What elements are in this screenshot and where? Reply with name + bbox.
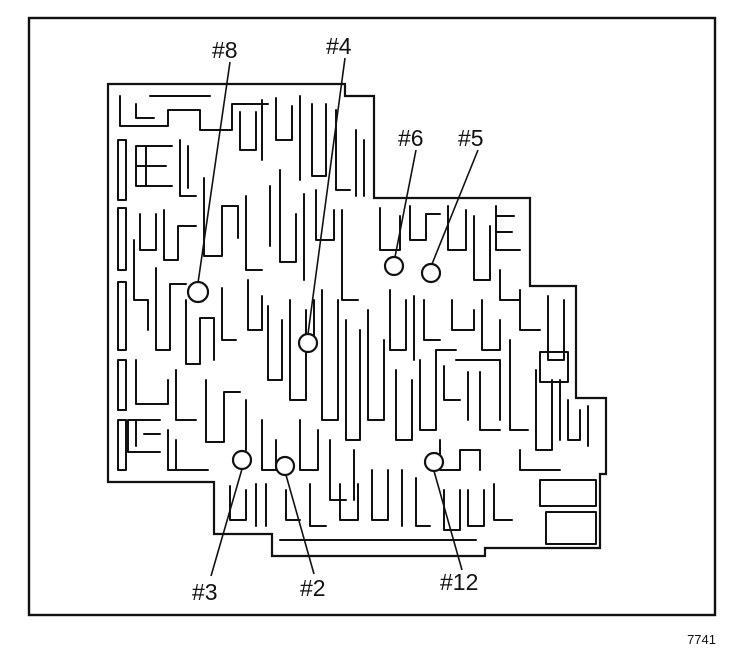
leader-8 — [197, 61, 231, 284]
check-ball-6 — [383, 255, 405, 277]
leader-2 — [285, 474, 315, 575]
check-ball-3 — [231, 449, 253, 471]
leader-12 — [433, 470, 463, 571]
callout-2: #2 — [300, 575, 326, 601]
leader-6 — [394, 149, 417, 258]
leader-4 — [307, 57, 346, 335]
check-ball-2 — [274, 455, 296, 477]
figure-number: 7741 — [687, 632, 716, 647]
callout-6: #6 — [398, 125, 424, 151]
fluid-channels — [117, 95, 597, 545]
callout-12: #12 — [440, 569, 478, 595]
check-ball-4 — [297, 332, 319, 354]
callout-8: #8 — [212, 37, 238, 63]
leader-5 — [431, 149, 479, 265]
check-ball-12 — [423, 451, 445, 473]
leader-3 — [210, 468, 243, 577]
valve-body-plate — [106, 82, 608, 558]
callout-5: #5 — [458, 125, 484, 151]
check-ball-8 — [186, 280, 210, 304]
callout-3: #3 — [192, 579, 218, 605]
callout-4: #4 — [326, 33, 352, 59]
figure-frame — [27, 16, 717, 617]
check-ball-5 — [420, 262, 442, 284]
